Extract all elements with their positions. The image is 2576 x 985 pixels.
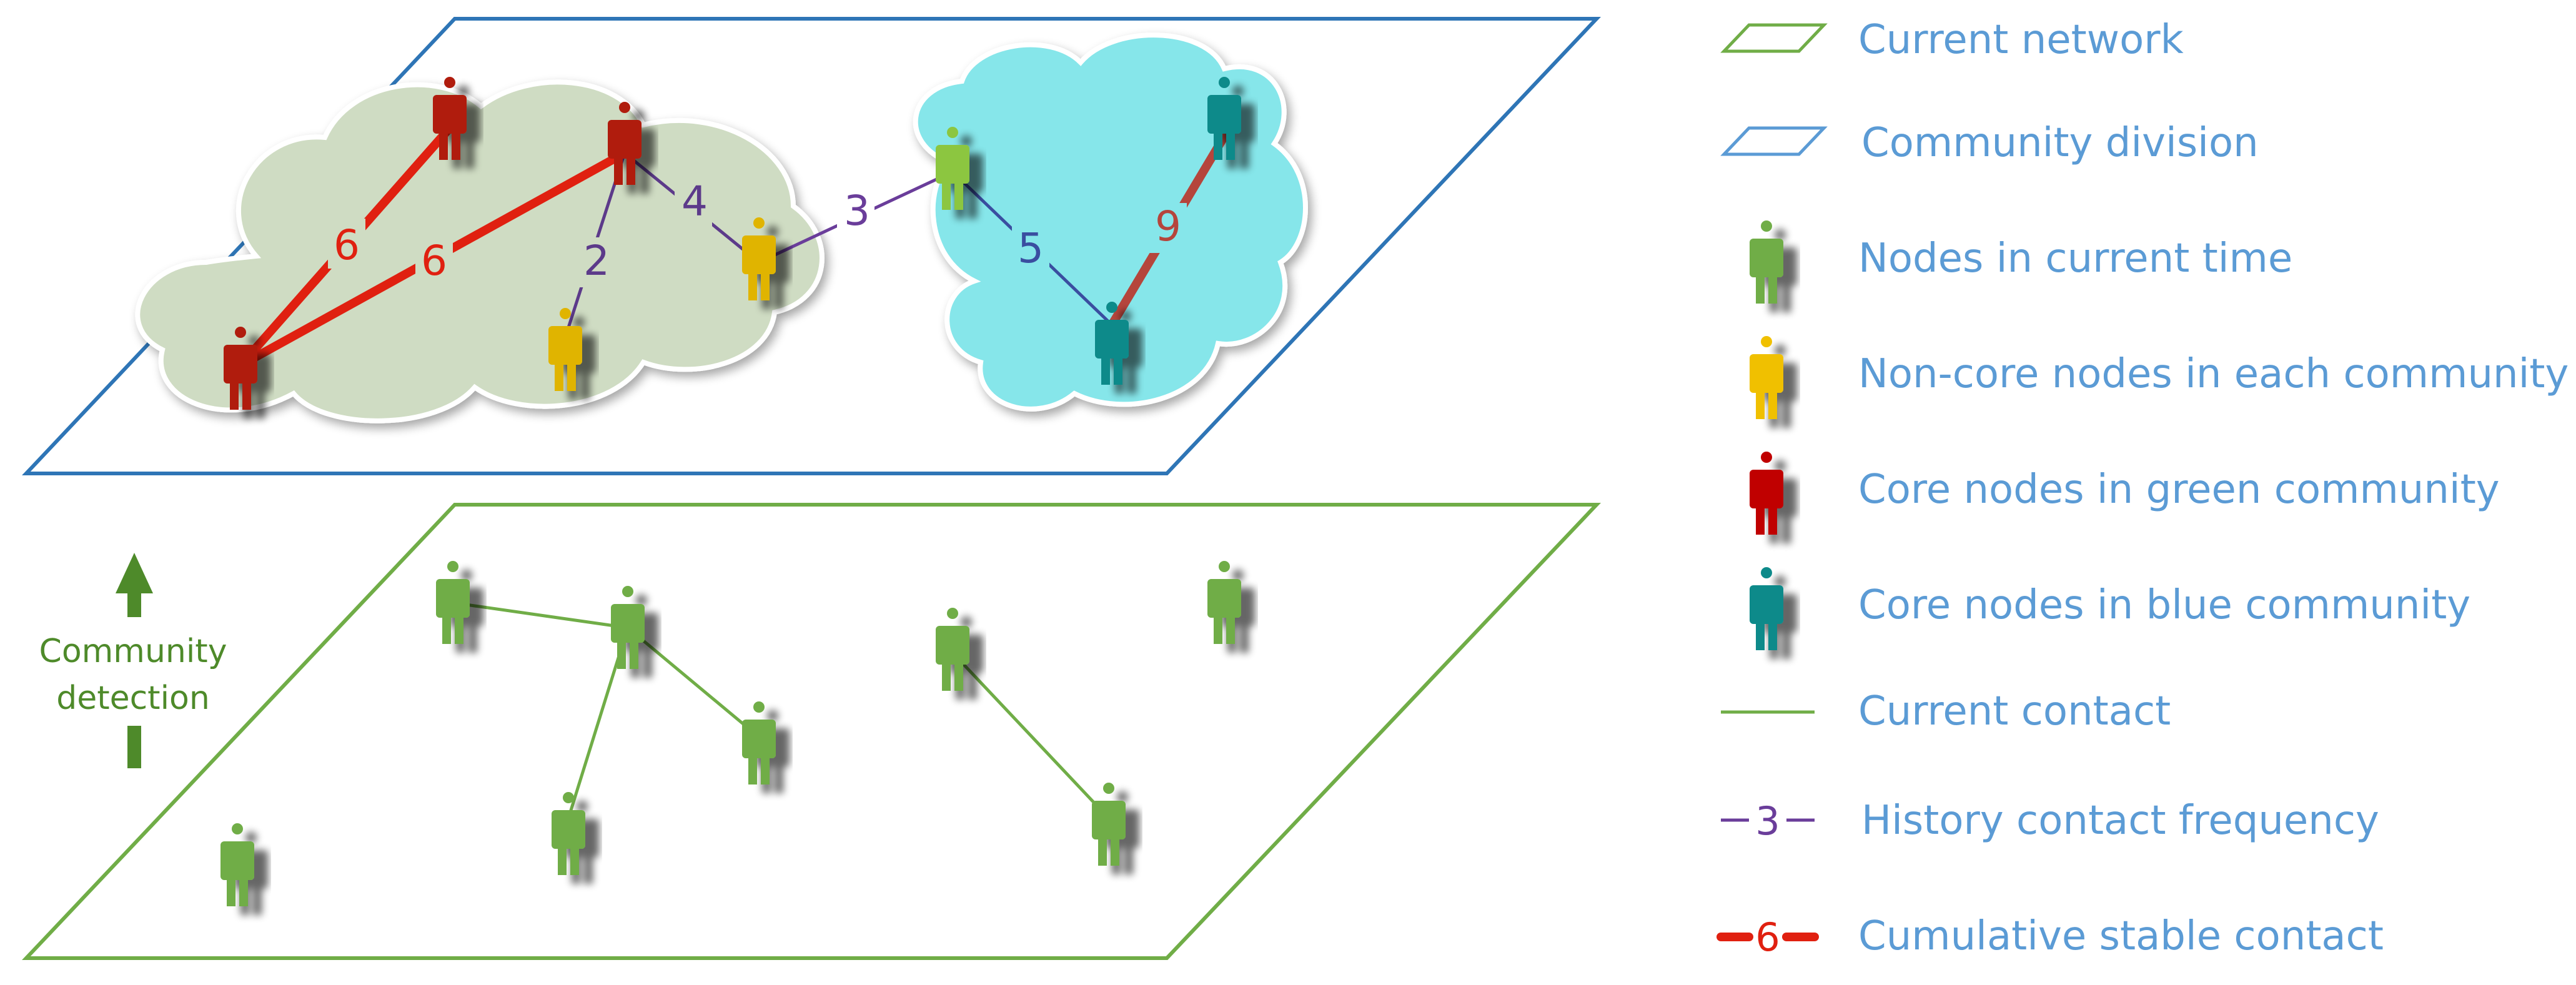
green-person-icon [1750, 220, 1783, 304]
current-node [742, 701, 776, 785]
current-node [436, 561, 470, 644]
current-contact-edge [452, 601, 628, 630]
legend-label: Current network [1858, 17, 2184, 63]
svg-text:3: 3 [844, 187, 870, 235]
current-node [611, 586, 645, 669]
svg-text:9: 9 [1155, 202, 1181, 250]
green-community-cloud [135, 79, 825, 423]
legend-label: Core nodes in green community [1858, 467, 2500, 513]
legend-label: History contact frequency [1861, 798, 2379, 844]
edge-label: 5 [1012, 224, 1049, 275]
yellow-person-icon [1750, 336, 1783, 419]
purple-line-icon: 3 [1721, 798, 1815, 844]
edge-label: 9 [1149, 202, 1187, 253]
current-node [1092, 783, 1126, 866]
red-line-icon: 6 [1717, 914, 1819, 960]
current-node [552, 792, 585, 875]
svg-text:2: 2 [583, 237, 610, 285]
current-node [220, 823, 254, 906]
svg-text:6: 6 [334, 221, 360, 269]
legend-label: Nodes in current time [1858, 235, 2292, 282]
legend-label: Community division [1861, 120, 2259, 166]
blue-parallelogram-icon [1720, 126, 1828, 156]
current-node [1207, 561, 1241, 644]
arrow-up-icon [116, 553, 153, 593]
community-division-plane: 6 6 2 4 3 5 9 [22, 17, 1601, 475]
edge-label: 3 [837, 187, 874, 237]
legend: 3 6 Current network Community division N… [1717, 17, 2569, 960]
current-node [936, 608, 969, 691]
edge-label: 2 [578, 237, 615, 287]
current-network-parallelogram [22, 503, 1601, 960]
arrow-label-line1: Community [39, 633, 227, 670]
current-contact-edge [951, 651, 1110, 819]
svg-text:6: 6 [1755, 914, 1780, 960]
community-detection-arrow: Community detection [39, 553, 227, 768]
svg-text:6: 6 [421, 237, 447, 285]
svg-text:5: 5 [1018, 224, 1044, 272]
red-person-icon [1750, 452, 1783, 535]
legend-label: Current contact [1858, 688, 2171, 735]
svg-text:4: 4 [681, 177, 708, 225]
edge-label: 6 [415, 234, 453, 285]
legend-label: Non-core nodes in each community [1858, 351, 2569, 397]
teal-person-icon [1750, 567, 1783, 650]
svg-text:3: 3 [1755, 798, 1780, 844]
current-network-plane [22, 503, 1601, 960]
green-parallelogram-icon [1720, 23, 1828, 53]
legend-label: Cumulative stable contact [1858, 913, 2384, 959]
arrow-label-line2: detection [56, 680, 210, 717]
current-contact-edge [627, 626, 760, 738]
legend-label: Core nodes in blue community [1858, 582, 2470, 628]
edge-label: 4 [675, 177, 712, 228]
edge-label: 6 [328, 219, 365, 269]
